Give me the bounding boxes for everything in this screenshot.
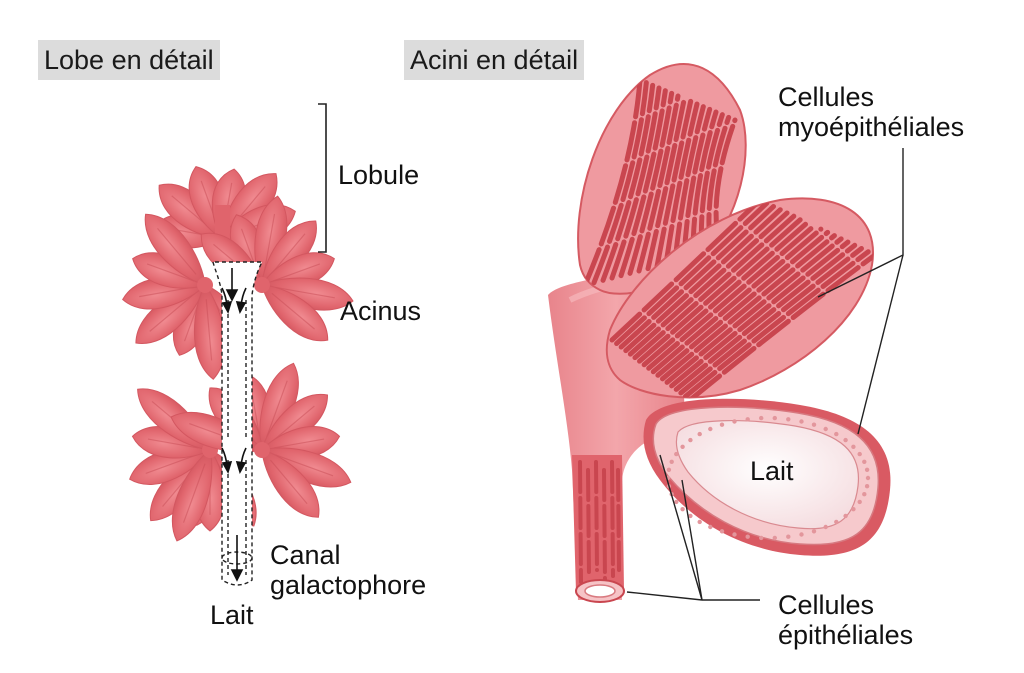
- label-myo-line2: myoépithéliales: [778, 112, 965, 142]
- heading-acini: Acini en détail: [404, 40, 585, 80]
- heading-lobe: Lobe en détail: [38, 40, 220, 80]
- label-myo-line1: Cellules: [778, 82, 875, 112]
- label-acinus: Acinus: [340, 296, 422, 326]
- leader-lines: [626, 148, 904, 601]
- acini-illustration: [548, 63, 904, 603]
- label-acini-lait: Lait: [750, 456, 794, 486]
- milk-flow-arrows: [221, 268, 247, 582]
- label-canal-line1: Canal: [270, 540, 341, 570]
- milk-lumen: [675, 420, 860, 530]
- label-epi-line1: Cellules: [778, 590, 875, 620]
- milk-duct-outline: [212, 261, 264, 586]
- label-canal-line2: galactophore: [270, 570, 427, 600]
- lobe-illustration: [122, 103, 354, 586]
- acinus-middle: [605, 197, 875, 399]
- label-lobule: Lobule: [338, 160, 420, 190]
- lobule-bracket: [318, 103, 327, 253]
- label-epi-line2: épithéliales: [778, 620, 914, 650]
- lobule-mid-left: [122, 213, 248, 380]
- label-lobe-lait: Lait: [210, 600, 254, 630]
- lobule-clusters: [122, 166, 354, 542]
- lower-duct: [572, 455, 625, 603]
- acinus-section: [643, 398, 891, 556]
